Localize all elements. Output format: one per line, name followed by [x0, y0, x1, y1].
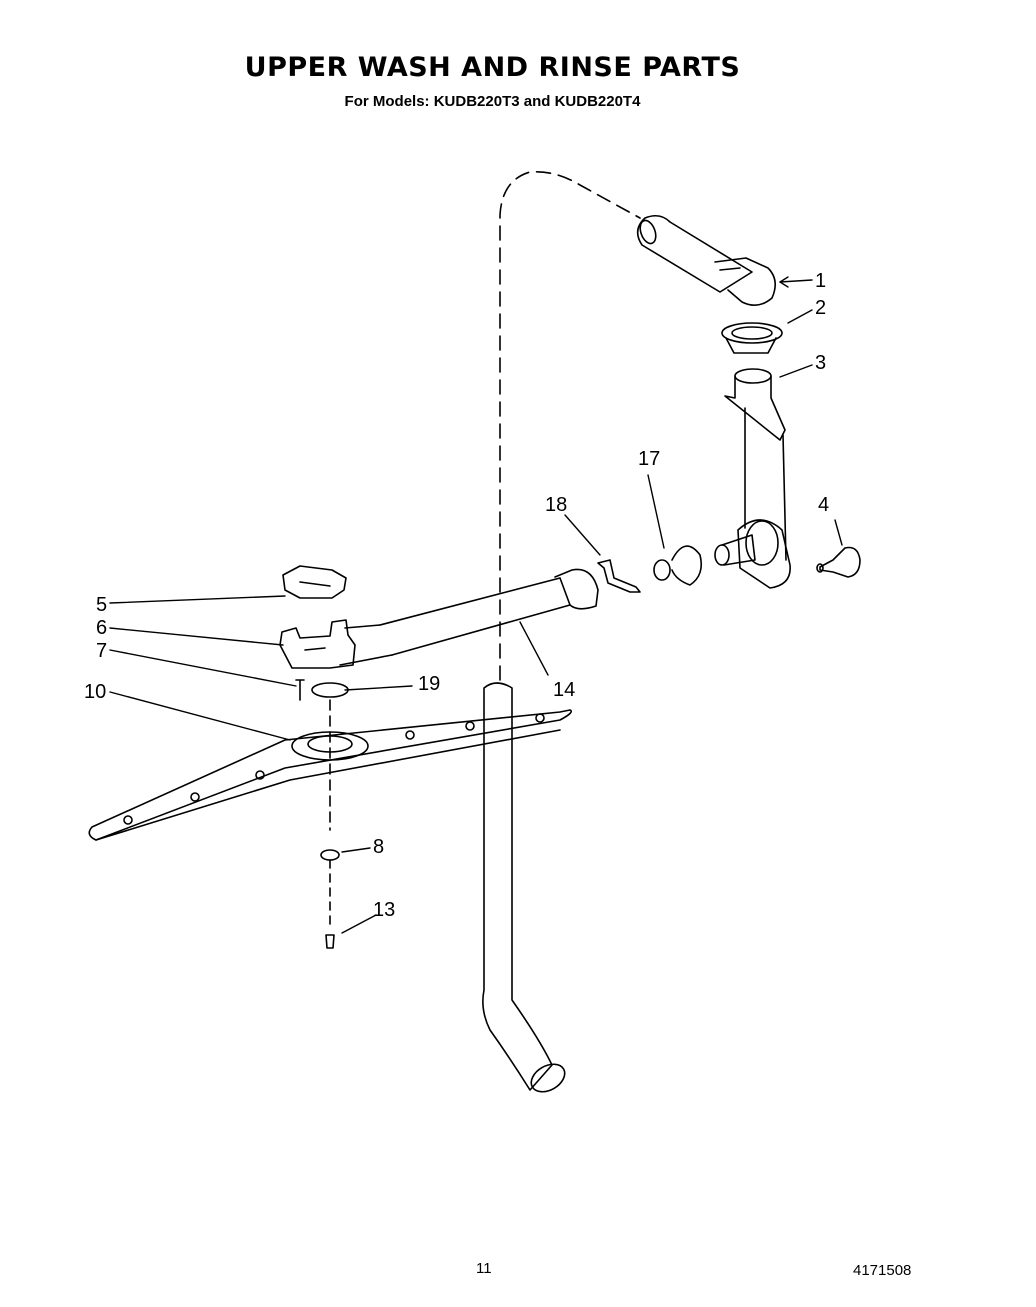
callout-leaders: [109, 276, 843, 934]
callout-14: 14: [553, 679, 576, 701]
callout-1: 1: [815, 270, 827, 292]
bracket-part-18: [597, 559, 641, 593]
clip-part-5: [282, 565, 347, 599]
callout-3: 3: [815, 352, 827, 374]
dashed-tub-outline: [499, 170, 641, 681]
page-title: UPPER WASH AND RINSE PARTS: [244, 52, 741, 83]
callout-4: 4: [818, 494, 830, 516]
upper-supply-tube: [636, 214, 776, 306]
lower-drain-tube: [482, 682, 566, 1093]
screw-part-13: [325, 934, 335, 949]
feed-tube-part-14: [339, 568, 599, 666]
callout-6: 6: [96, 617, 108, 639]
callout-2: 2: [815, 297, 827, 319]
washer-part-8: [320, 849, 340, 861]
bearing-housing-part-6: [279, 619, 356, 669]
seal-part-19: [311, 682, 349, 698]
callout-5: 5: [96, 594, 108, 616]
callout-19: 19: [418, 673, 441, 695]
page-number: 11: [476, 1260, 492, 1277]
spray-arm-part-10: [88, 709, 573, 841]
cap-part-4: [816, 546, 861, 578]
screw-part-7: [295, 679, 305, 701]
callout-8: 8: [373, 836, 385, 858]
gasket-part-2: [721, 322, 783, 354]
callout-18: 18: [545, 494, 568, 516]
callout-10: 10: [84, 681, 107, 703]
callout-17: 17: [638, 448, 661, 470]
manifold-part-3: [714, 368, 791, 589]
document-number: 4171508: [853, 1262, 912, 1279]
callout-13: 13: [373, 899, 396, 921]
seal-part-17: [653, 545, 703, 586]
model-subtitle: For Models: KUDB220T3 and KUDB220T4: [344, 93, 641, 110]
callout-7: 7: [96, 640, 108, 662]
